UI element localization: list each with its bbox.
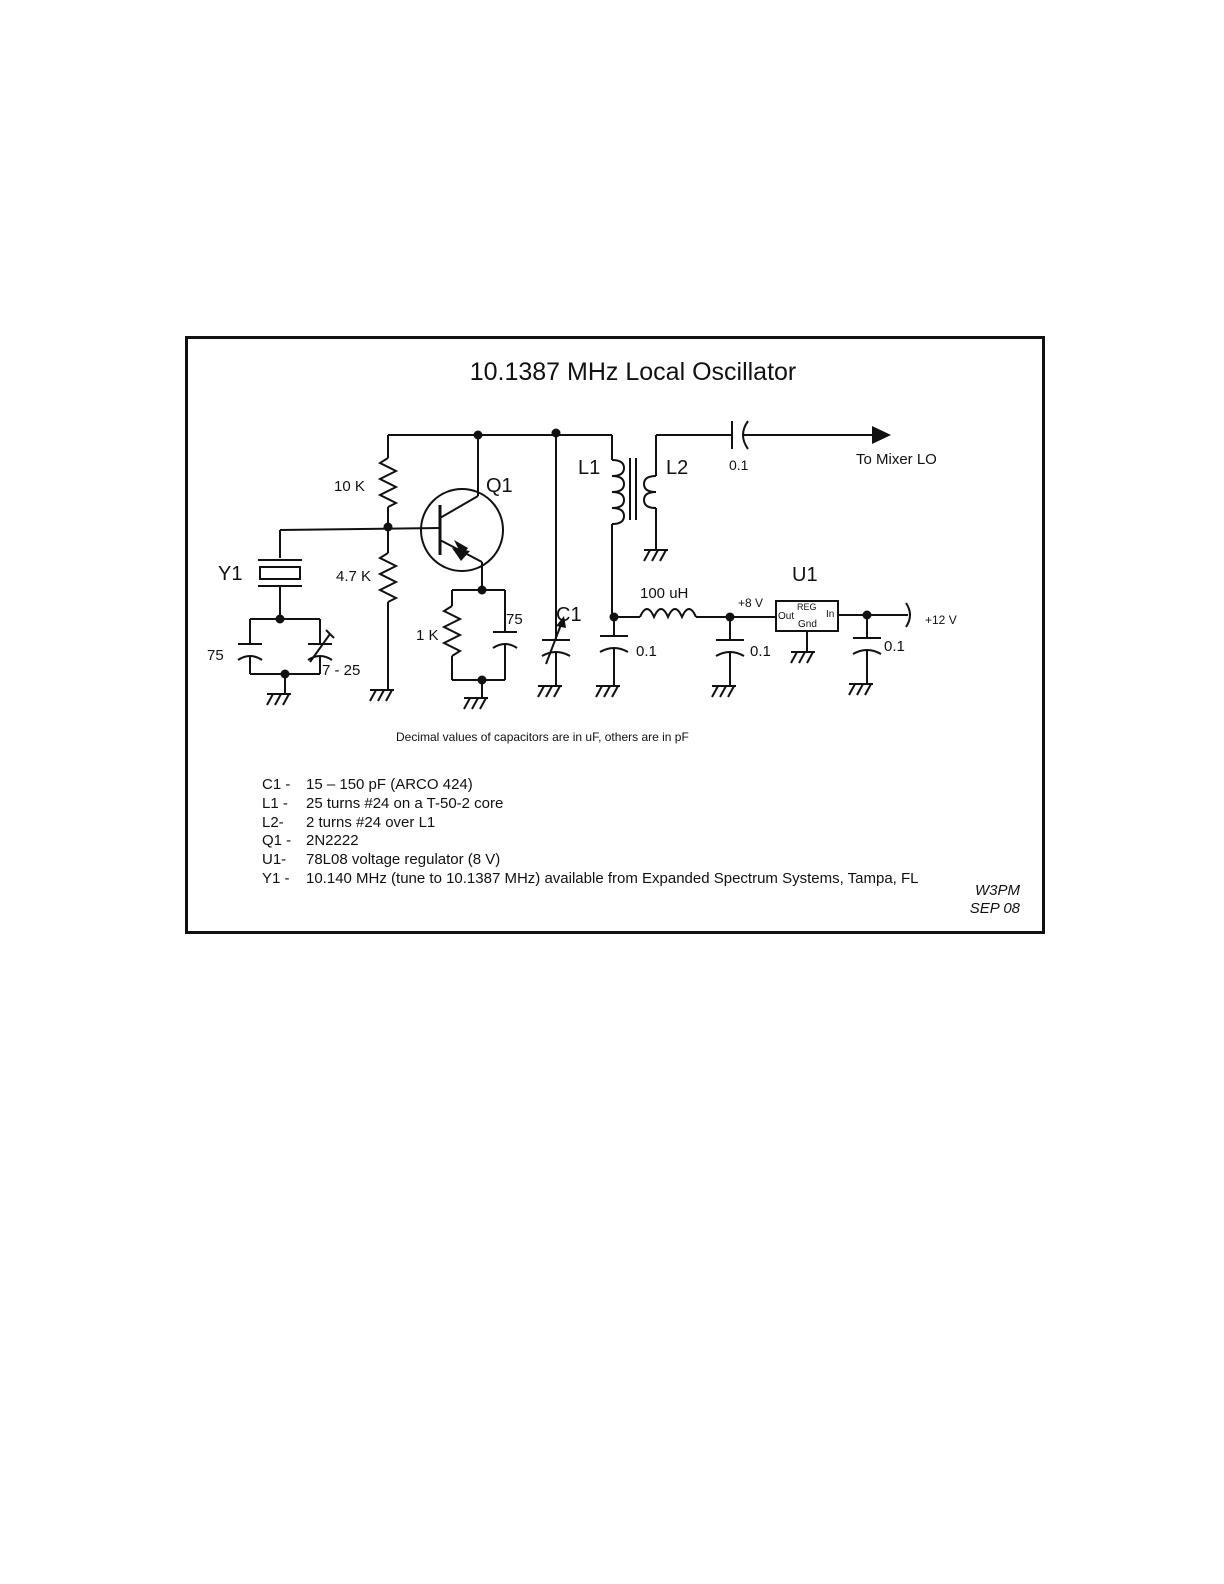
signature-date: SEP 08: [969, 900, 1020, 917]
resistor-1k: [441, 590, 463, 680]
label-bypass-12v: 0.1: [884, 638, 905, 655]
diagram-title: 10.1387 MHz Local Oscillator: [470, 358, 797, 386]
label-coupling: 0.1: [729, 457, 749, 473]
label-c1: C1: [556, 604, 582, 626]
label-u1: U1: [792, 564, 818, 586]
label-to-mixer-lo: To Mixer LO: [856, 451, 937, 468]
capacitor-crystal-75: [237, 619, 263, 674]
label-l2: L2: [666, 457, 688, 479]
trimmer-capacitor-7-25: [307, 619, 335, 674]
parts-list-item: U1-78L08 voltage regulator (8 V): [262, 851, 501, 869]
label-y1: Y1: [218, 563, 242, 585]
label-4.7k: 4.7 K: [336, 568, 371, 585]
label-12v: +12 V: [925, 613, 957, 627]
label-trimmer: 7 - 25: [322, 662, 360, 679]
label-crystal-75: 75: [207, 647, 224, 664]
label-1k: 1 K: [416, 627, 439, 644]
variable-capacitor-c1: [537, 433, 571, 698]
resistor-4.7k: [369, 527, 399, 702]
parts-list: C1 -15 – 150 pF (ARCO 424) L1 -25 turns …: [262, 776, 919, 889]
signature: W3PM SEP 08: [940, 882, 1020, 918]
capacitor-emitter-75: [492, 590, 518, 680]
label-emitter-75: 75: [506, 611, 523, 628]
label-bypass-8v: 0.1: [750, 643, 771, 660]
label-8v: +8 V: [738, 596, 763, 610]
label-bypass-l1: 0.1: [636, 643, 657, 660]
inductor-l1: [611, 435, 626, 617]
label-reg-gnd: Gnd: [798, 619, 817, 630]
label-reg-reg: REG: [797, 602, 817, 612]
parts-list-item: C1 -15 – 150 pF (ARCO 424): [262, 776, 473, 793]
transistor-q1: [420, 435, 504, 590]
capacitor-bypass-12v: [848, 615, 882, 696]
label-reg-in: In: [826, 609, 834, 620]
resistor-10k: [377, 435, 399, 527]
output-arrow: [872, 426, 891, 444]
label-choke: 100 uH: [640, 585, 688, 602]
label-10k: 10 K: [334, 478, 365, 495]
parts-list-item: L1 -25 turns #24 on a T-50-2 core: [262, 794, 504, 812]
units-note: Decimal values of capacitors are in uF, …: [396, 730, 689, 744]
supply-terminal: [905, 602, 911, 628]
inductor-l2: [642, 435, 669, 562]
parts-list-item: L2-2 turns #24 over L1: [262, 813, 436, 831]
parts-list-item: Q1 -2N2222: [262, 832, 359, 850]
capacitor-bypass-l1: [595, 617, 629, 698]
label-q1: Q1: [486, 475, 513, 497]
diagram-frame: [185, 336, 1045, 934]
label-l1: L1: [578, 457, 600, 479]
crystal-y1: [258, 530, 302, 619]
signature-callsign: W3PM: [975, 882, 1020, 899]
choke-100uh: [639, 608, 697, 620]
parts-list-item: Y1 -10.140 MHz (tune to 10.1387 MHz) ava…: [262, 869, 919, 887]
label-reg-out: Out: [778, 611, 794, 622]
capacitor-bypass-8v: [711, 617, 745, 698]
